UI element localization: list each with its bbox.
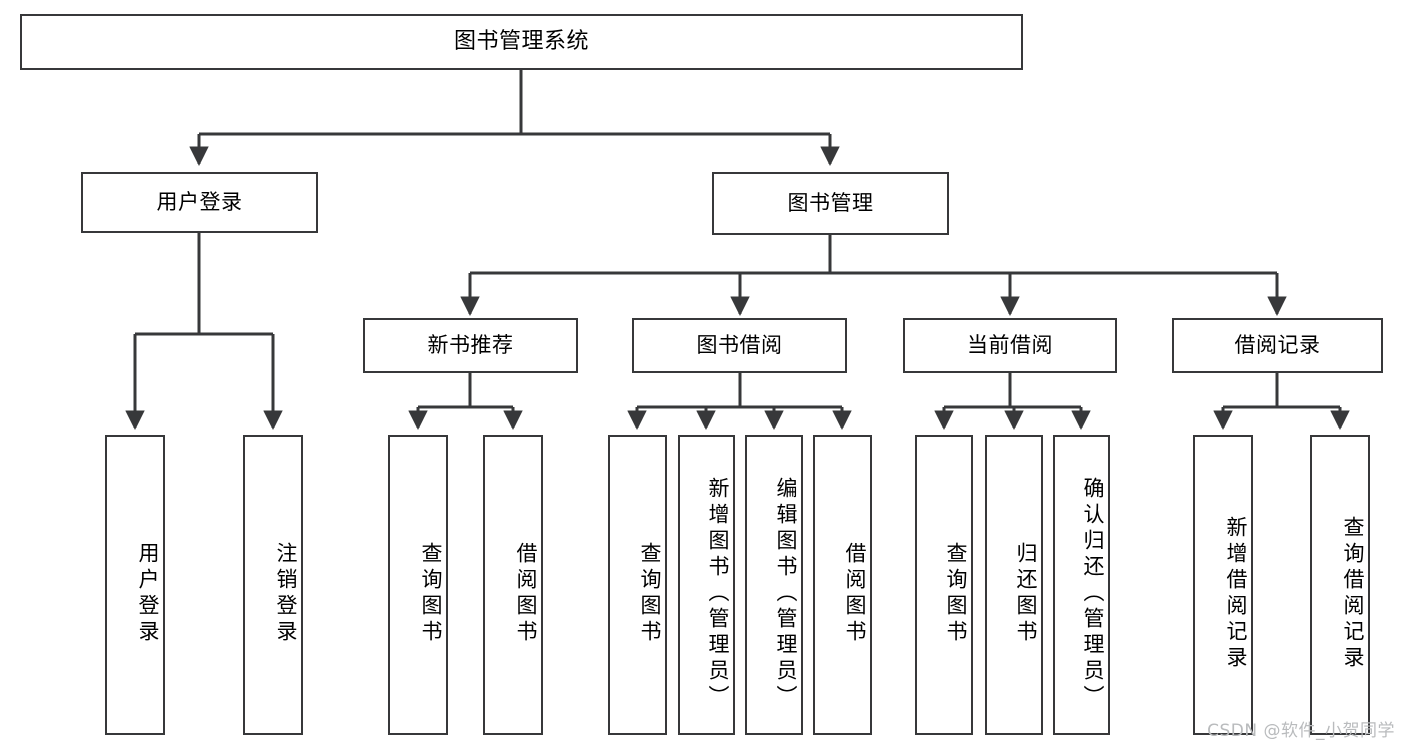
node-label: 用户登录 bbox=[136, 542, 160, 646]
node-book-borrow[interactable]: 图书借阅 bbox=[632, 318, 847, 373]
node-label: 图书管理 bbox=[787, 190, 874, 215]
node-label: 新增图书（管理员） bbox=[706, 477, 730, 711]
leaf-user-login[interactable]: 用户登录 bbox=[105, 435, 165, 735]
leaf-query-borrow-record[interactable]: 查询借阅记录 bbox=[1310, 435, 1370, 735]
node-current-borrow[interactable]: 当前借阅 bbox=[903, 318, 1117, 373]
node-label: 编辑图书（管理员） bbox=[774, 477, 798, 711]
node-root-system[interactable]: 图书管理系统 bbox=[20, 14, 1023, 70]
node-label: 借阅记录 bbox=[1234, 332, 1321, 357]
node-book-management[interactable]: 图书管理 bbox=[712, 172, 949, 235]
node-label: 新书推荐 bbox=[427, 332, 514, 357]
leaf-confirm-return-admin[interactable]: 确认归还（管理员） bbox=[1053, 435, 1110, 735]
node-label: 图书借阅 bbox=[696, 332, 783, 357]
node-label: 用户登录 bbox=[156, 189, 243, 214]
node-label: 查询图书 bbox=[419, 542, 443, 646]
leaf-borrow-book[interactable]: 借阅图书 bbox=[813, 435, 872, 735]
node-label: 查询图书 bbox=[944, 542, 968, 646]
node-label: 借阅图书 bbox=[514, 542, 538, 646]
leaf-query-book-newbook[interactable]: 查询图书 bbox=[388, 435, 448, 735]
node-label: 新增借阅记录 bbox=[1224, 516, 1248, 672]
leaf-add-book-admin[interactable]: 新增图书（管理员） bbox=[678, 435, 735, 735]
leaf-return-book[interactable]: 归还图书 bbox=[985, 435, 1043, 735]
leaf-query-book-current[interactable]: 查询图书 bbox=[915, 435, 973, 735]
node-label: 图书管理系统 bbox=[453, 28, 589, 54]
node-user-login[interactable]: 用户登录 bbox=[81, 172, 318, 233]
node-borrow-records[interactable]: 借阅记录 bbox=[1172, 318, 1383, 373]
node-new-book-recommend[interactable]: 新书推荐 bbox=[363, 318, 578, 373]
node-label: 归还图书 bbox=[1014, 542, 1038, 646]
node-label: 借阅图书 bbox=[843, 542, 867, 646]
leaf-borrow-book-newbook[interactable]: 借阅图书 bbox=[483, 435, 543, 735]
leaf-user-logout[interactable]: 注销登录 bbox=[243, 435, 303, 735]
node-label: 确认归还（管理员） bbox=[1081, 477, 1105, 711]
node-label: 注销登录 bbox=[274, 542, 298, 646]
node-label: 查询图书 bbox=[638, 542, 662, 646]
node-label: 查询借阅记录 bbox=[1341, 516, 1365, 672]
leaf-add-borrow-record[interactable]: 新增借阅记录 bbox=[1193, 435, 1253, 735]
leaf-query-book-borrow[interactable]: 查询图书 bbox=[608, 435, 667, 735]
node-label: 当前借阅 bbox=[967, 332, 1053, 357]
leaf-edit-book-admin[interactable]: 编辑图书（管理员） bbox=[745, 435, 803, 735]
watermark-text: CSDN @软件_小贺同学 bbox=[1207, 721, 1395, 741]
